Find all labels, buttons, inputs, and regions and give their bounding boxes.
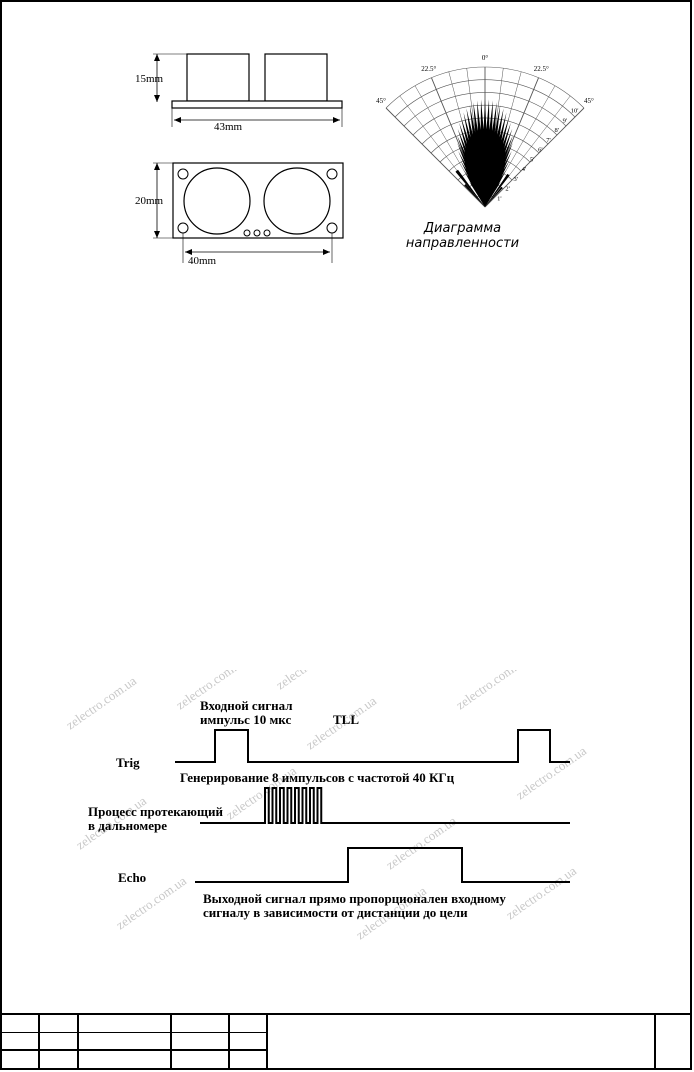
transducer-side-right (264, 53, 328, 102)
stamp-cell (79, 1013, 172, 1070)
output-signal-line1: Выходной сигнал прямо пропорционален вхо… (203, 891, 506, 906)
echo-waveform (195, 847, 570, 883)
distance-label: 9' (563, 117, 567, 124)
pin (243, 229, 251, 237)
transducer-front-left (183, 167, 251, 235)
burst-label: Генерирование 8 импульсов с частотой 40 … (180, 770, 455, 785)
input-signal-label: Входной сигнал импульс 10 мкс (200, 699, 293, 727)
angle-label: 22.5° (421, 65, 436, 73)
input-signal-line2: импульс 10 мкс (200, 712, 292, 727)
trig-label: Trig (116, 755, 140, 770)
polar-spoke (385, 107, 486, 208)
mount-hole (177, 222, 189, 234)
polar-spoke (484, 107, 585, 208)
distance-label: 4' (522, 166, 526, 173)
input-signal-line1: Входной сигнал (200, 698, 293, 713)
trig-waveform (175, 729, 570, 763)
side-lobe (485, 186, 503, 207)
pcb-side (171, 100, 343, 109)
side-lobe (464, 184, 485, 207)
distance-label: 1' (497, 195, 501, 202)
angle-label: 0° (482, 55, 489, 62)
output-signal-line2: сигналу в зависимости от дистанции до це… (203, 905, 468, 920)
distance-label: 5' (530, 156, 534, 163)
angle-label: 45° (376, 97, 386, 105)
directivity-title-line2: направленности (405, 236, 520, 251)
title-block (0, 1013, 692, 1070)
sensor-dimension-drawing (153, 53, 344, 263)
process-label: Процесс протекающий в дальномере (88, 805, 223, 833)
watermark-text: zelectro.com.ua (273, 670, 349, 692)
watermark-text: zelectro.com.ua (383, 813, 459, 873)
echo-label: Echo (118, 870, 147, 885)
ttl-label: TLL (333, 712, 360, 727)
watermark-text: zelectro.com.ua (513, 743, 589, 803)
radiation-lobe (457, 99, 513, 207)
distance-label: 10' (571, 108, 579, 115)
stamp-cell (0, 1013, 40, 1070)
side-lobe (455, 169, 485, 207)
stamp-cell (230, 1013, 268, 1070)
stamp-cell (40, 1013, 79, 1070)
output-signal-label: Выходной сигнал прямо пропорционален вхо… (203, 892, 506, 920)
process-line2: в дальномере (88, 818, 167, 833)
distance-label: 3' (514, 176, 518, 183)
directivity-diagram: 0° 22.5° 22.5° 45° 45° 1' 2' 3' 4' 5' 6' 7' 8' 9' 10' (376, 55, 594, 208)
angle-label: 45° (584, 97, 594, 105)
process-line1: Процесс протекающий (88, 804, 223, 819)
angle-label: 22.5° (534, 65, 549, 73)
watermark-text: zelectro.com.ua (453, 670, 529, 712)
transducer-front-right (263, 167, 331, 235)
timing-diagram: zelectro.com.ua zelectro.com.ua zelectro.c… (63, 670, 589, 942)
distance-label: 7' (546, 137, 550, 144)
mount-hole (326, 222, 338, 234)
mount-hole (326, 168, 338, 180)
stamp-sheet-cell (656, 1013, 692, 1070)
pin (263, 229, 271, 237)
mount-hole (177, 168, 189, 180)
directivity-title: Диаграмма направленности (400, 221, 525, 251)
width-dimension-label: 20mm (135, 195, 164, 207)
directivity-title-line1: Диаграмма (423, 221, 502, 236)
pin (253, 229, 261, 237)
length-dimension-label: 43mm (214, 121, 243, 133)
transducer-side-left (186, 53, 250, 102)
watermark-text: zelectro.com.ua (503, 863, 579, 923)
stamp-cell (172, 1013, 230, 1070)
spacing-dimension-label: 40mm (188, 255, 217, 267)
distance-label: 6' (538, 147, 542, 154)
distance-label: 2' (505, 186, 509, 193)
side-lobe (485, 173, 510, 207)
height-dimension-label: 15mm (135, 73, 164, 85)
burst-waveform (200, 787, 570, 824)
watermark-text: zelectro.com.ua (63, 673, 139, 733)
distance-label: 8' (554, 127, 558, 134)
stamp-title-cell (268, 1013, 656, 1070)
